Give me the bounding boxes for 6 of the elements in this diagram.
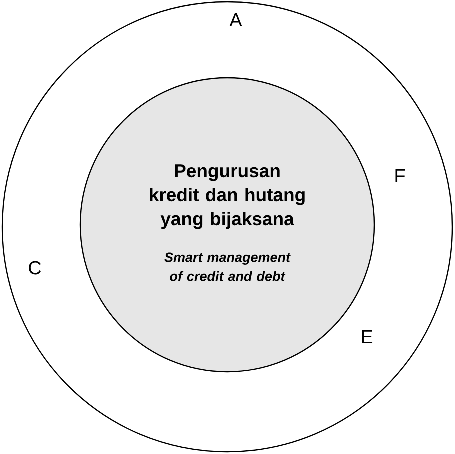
- ring-letter: C: [29, 261, 42, 275]
- ring-letter: E: [362, 330, 373, 344]
- subheading: Smart management of credit and debt: [164, 252, 291, 282]
- ring-letter: A: [230, 13, 242, 27]
- heading: Pengurusan kredit dan hutang yang bijaksana: [150, 164, 305, 230]
- ring-letter: F: [396, 169, 406, 183]
